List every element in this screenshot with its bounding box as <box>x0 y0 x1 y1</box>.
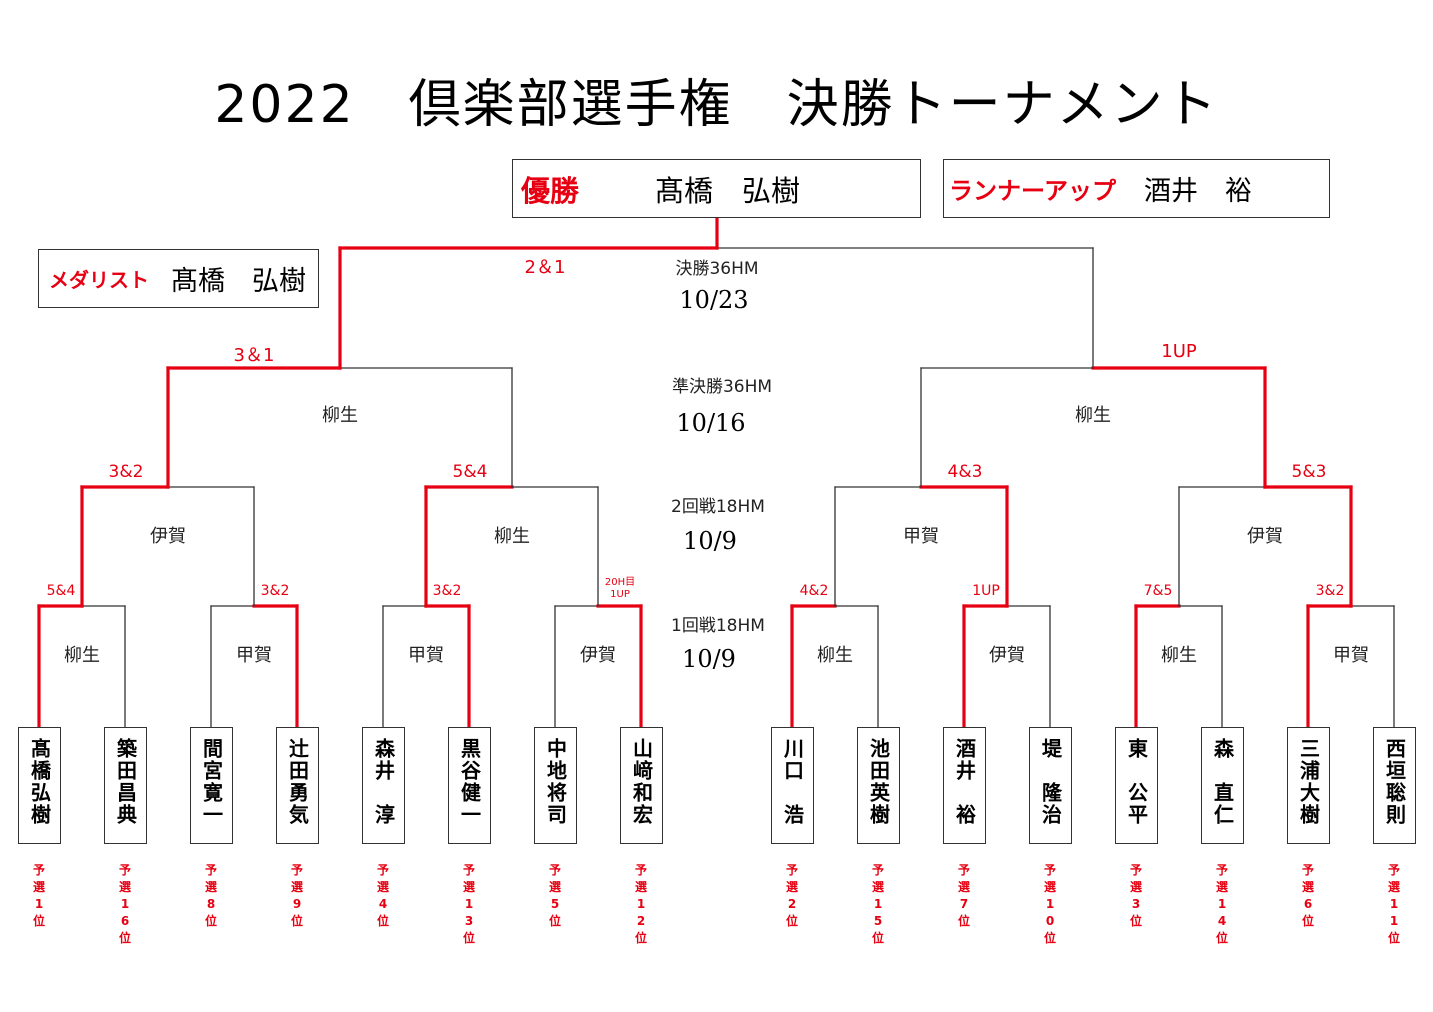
player-seed: 予選5位 <box>548 863 561 928</box>
player-seed: 予選15位 <box>871 863 884 945</box>
player-box: 堤 隆治 <box>1029 727 1072 844</box>
player-box: 髙橋弘樹 <box>18 727 61 844</box>
player-box: 間宮寛一 <box>190 727 233 844</box>
runner-up-label: ランナーアップ <box>949 177 1117 205</box>
sf-result: 3＆1 <box>233 345 275 366</box>
r2-venue: 柳生 <box>494 526 530 547</box>
r2-result: 3&2 <box>108 462 144 482</box>
r1-venue: 柳生 <box>817 645 853 666</box>
medalist-box: メダリスト 髙橋 弘樹 <box>38 249 319 308</box>
player-seed: 予選12位 <box>634 863 647 945</box>
runner-up-box: ランナーアップ 酒井 裕 <box>943 159 1330 218</box>
r1-result: 3&2 <box>1315 583 1345 599</box>
semifinal-round-date: 10/16 <box>676 409 746 437</box>
player-name: 堤 隆治 <box>1038 738 1063 826</box>
runner-up-name: 酒井 裕 <box>1144 176 1252 207</box>
r1-venue: 柳生 <box>64 645 100 666</box>
player-seed: 予選3位 <box>1129 863 1142 928</box>
r2-result: 4&3 <box>947 462 983 482</box>
player-seed: 予選2位 <box>785 863 798 928</box>
sf-venue: 柳生 <box>322 405 358 426</box>
player-name: 髙橋弘樹 <box>27 738 52 826</box>
player-box: 池田英樹 <box>857 727 900 844</box>
sf-result: 1UP <box>1161 341 1197 362</box>
player-seed: 予選10位 <box>1043 863 1056 945</box>
r1-result: 5&4 <box>46 583 76 599</box>
player-box: 森 直仁 <box>1201 727 1244 844</box>
r1-result: 3&2 <box>260 583 290 599</box>
player-box: 西垣聡則 <box>1373 727 1416 844</box>
round1-date: 10/9 <box>682 645 736 673</box>
player-box: 黒谷健一 <box>448 727 491 844</box>
r2-venue: 伊賀 <box>1247 526 1283 547</box>
player-name: 池田英樹 <box>866 738 891 826</box>
player-box: 東 公平 <box>1115 727 1158 844</box>
player-name: 三浦大樹 <box>1296 738 1321 826</box>
player-seed: 予選14位 <box>1215 863 1228 945</box>
final-round-date: 10/23 <box>679 286 749 314</box>
player-seed: 予選4位 <box>376 863 389 928</box>
player-box: 山﨑和宏 <box>620 727 663 844</box>
r1-result: 4&2 <box>799 583 829 599</box>
round1-name: 1回戦18HM <box>671 616 765 636</box>
player-seed: 予選11位 <box>1387 863 1400 945</box>
player-box: 川口 浩 <box>771 727 814 844</box>
page-title: 2022 倶楽部選手権 決勝トーナメント <box>214 75 1219 135</box>
medalist-name: 髙橋 弘樹 <box>171 266 306 297</box>
player-name: 間宮寛一 <box>199 738 224 826</box>
r2-result: 5&3 <box>1291 462 1327 482</box>
player-seed: 予選16位 <box>118 863 131 945</box>
champion-name: 髙橋 弘樹 <box>655 173 801 208</box>
player-name: 東 公平 <box>1124 738 1149 826</box>
player-box: 中地将司 <box>534 727 577 844</box>
player-name: 森井 淳 <box>371 738 396 826</box>
player-name: 山﨑和宏 <box>629 738 654 826</box>
r1-venue: 甲賀 <box>408 645 444 666</box>
player-box: 辻田勇気 <box>276 727 319 844</box>
player-name: 森 直仁 <box>1210 738 1235 826</box>
final-round-name: 決勝36HM <box>675 259 759 279</box>
player-box: 森井 淳 <box>362 727 405 844</box>
player-name: 中地将司 <box>543 738 568 826</box>
sf-venue: 柳生 <box>1075 405 1111 426</box>
r1-result: 1UP <box>972 583 1000 599</box>
r1-venue: 伊賀 <box>580 645 616 666</box>
r1-result: 20H目 1UP <box>604 577 636 600</box>
player-box: 酒井 裕 <box>943 727 986 844</box>
player-seed: 予選9位 <box>290 863 303 928</box>
player-seed: 予選1位 <box>32 863 45 928</box>
semifinal-round-name: 準決勝36HM <box>671 377 773 397</box>
player-name: 川口 浩 <box>780 738 805 826</box>
medalist-label: メダリスト <box>49 268 149 292</box>
r2-venue: 伊賀 <box>150 526 186 547</box>
r1-venue: 柳生 <box>1161 645 1197 666</box>
player-seed: 予選8位 <box>204 863 217 928</box>
r1-venue: 甲賀 <box>1333 645 1369 666</box>
r2-result: 5&4 <box>452 462 488 482</box>
r1-result: 3&2 <box>432 583 462 599</box>
player-seed: 予選7位 <box>957 863 970 928</box>
final-result: 2＆1 <box>524 257 566 278</box>
player-name: 酒井 裕 <box>952 738 977 826</box>
player-box: 三浦大樹 <box>1287 727 1330 844</box>
player-box: 築田昌典 <box>104 727 147 844</box>
r2-venue: 甲賀 <box>903 526 939 547</box>
round2-date: 10/9 <box>683 527 737 555</box>
champion-box: 優勝 髙橋 弘樹 <box>512 159 921 218</box>
r1-result: 7&5 <box>1143 583 1173 599</box>
player-name: 築田昌典 <box>113 738 138 826</box>
champion-label: 優勝 <box>521 173 580 208</box>
player-seed: 予選6位 <box>1301 863 1314 928</box>
r1-venue: 伊賀 <box>989 645 1025 666</box>
r1-venue: 甲賀 <box>236 645 272 666</box>
round2-name: 2回戦18HM <box>671 497 765 517</box>
player-name: 西垣聡則 <box>1382 738 1407 826</box>
player-seed: 予選13位 <box>462 863 475 945</box>
player-name: 黒谷健一 <box>457 738 482 826</box>
player-name: 辻田勇気 <box>285 738 310 826</box>
